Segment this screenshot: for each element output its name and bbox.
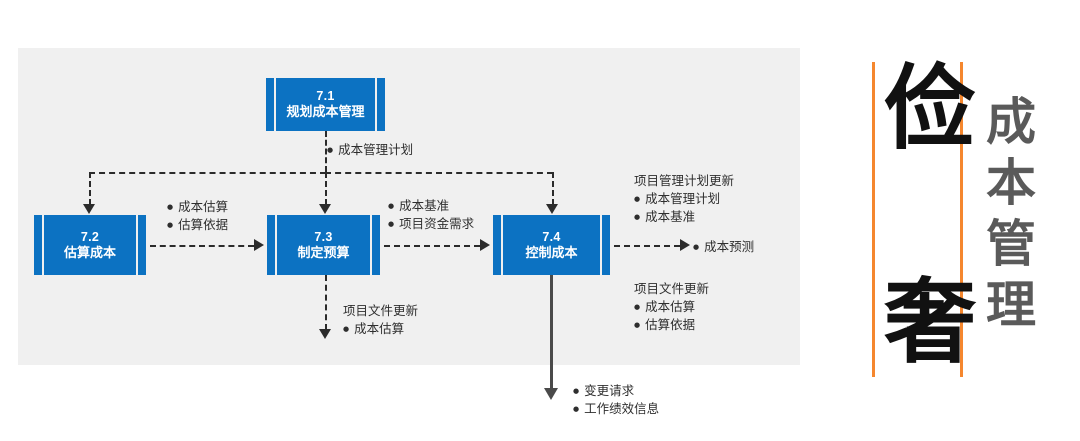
big-char-jian: 俭 [884,55,977,162]
connector-71-down [325,131,327,172]
arrowhead-to-72 [83,204,95,214]
process-name: 估算成本 [63,244,116,260]
process-number: 7.4 [542,229,561,244]
label-cost-forecast: 成本预测 [693,238,754,256]
vertical-title-char-3: 理 [986,276,1036,334]
arrowhead-72-to-73 [254,239,264,251]
process-name: 制定预算 [297,244,350,260]
connector-bus-to-72 [89,172,91,205]
label-from-73-down: 项目文件更新 成本估算 [343,302,418,338]
box-bar-right [136,215,138,275]
box-bar-left [42,215,44,275]
arrowhead-74-forecast [680,239,690,251]
label-from-73-right: 成本基准 项目资金需求 [388,197,474,233]
connector-73-down [325,275,327,330]
connector-bus-to-73 [325,172,327,205]
process-box-7-2[interactable]: 7.2 估算成本 [34,215,146,275]
connector-74-down [550,275,553,390]
arrowhead-73-down [319,329,331,339]
process-box-7-4[interactable]: 7.4 控制成本 [493,215,610,275]
vertical-title-char-0: 成 [986,93,1036,151]
box-bar-left [274,78,276,131]
process-number: 7.2 [80,229,100,244]
box-bar-right [600,215,602,275]
box-bar-left [501,215,503,275]
process-number: 7.3 [314,229,333,244]
process-number: 7.1 [316,89,335,104]
vertical-title: 成 本 管 理 [978,92,1044,336]
connector-bus-right [325,172,553,174]
vertical-title-char-1: 本 [986,154,1036,212]
process-box-7-1[interactable]: 7.1 规划成本管理 [266,78,385,131]
arrowhead-74-down [544,388,558,400]
orange-rule-right [960,62,963,377]
label-cost-management-plan: 成本管理计划 [327,141,413,159]
label-from-72: 成本估算 估算依据 [167,198,228,234]
connector-72-to-73 [150,245,254,247]
orange-rule-left [872,62,875,377]
box-bar-left [275,215,277,275]
process-box-7-3[interactable]: 7.3 制定预算 [267,215,380,275]
process-name: 控制成本 [525,244,578,260]
label-project-doc-updates: 项目文件更新 成本估算 估算依据 [634,280,709,334]
big-char-she: 奢 [884,269,977,376]
connector-bus-left [89,172,326,174]
box-bar-right [370,215,372,275]
vertical-title-char-2: 管 [986,215,1036,273]
box-bar-right [375,78,377,131]
arrowhead-to-73 [319,204,331,214]
connector-74-forecast [614,245,680,247]
arrowhead-to-74 [546,204,558,214]
arrowhead-73-to-74 [480,239,490,251]
connector-bus-to-74 [552,172,554,205]
connector-73-to-74 [384,245,480,247]
process-name: 规划成本管理 [286,104,365,120]
label-from-74-down: 变更请求 工作绩效信息 [573,382,659,418]
label-pm-plan-updates: 项目管理计划更新 成本管理计划 成本基准 [634,172,734,226]
